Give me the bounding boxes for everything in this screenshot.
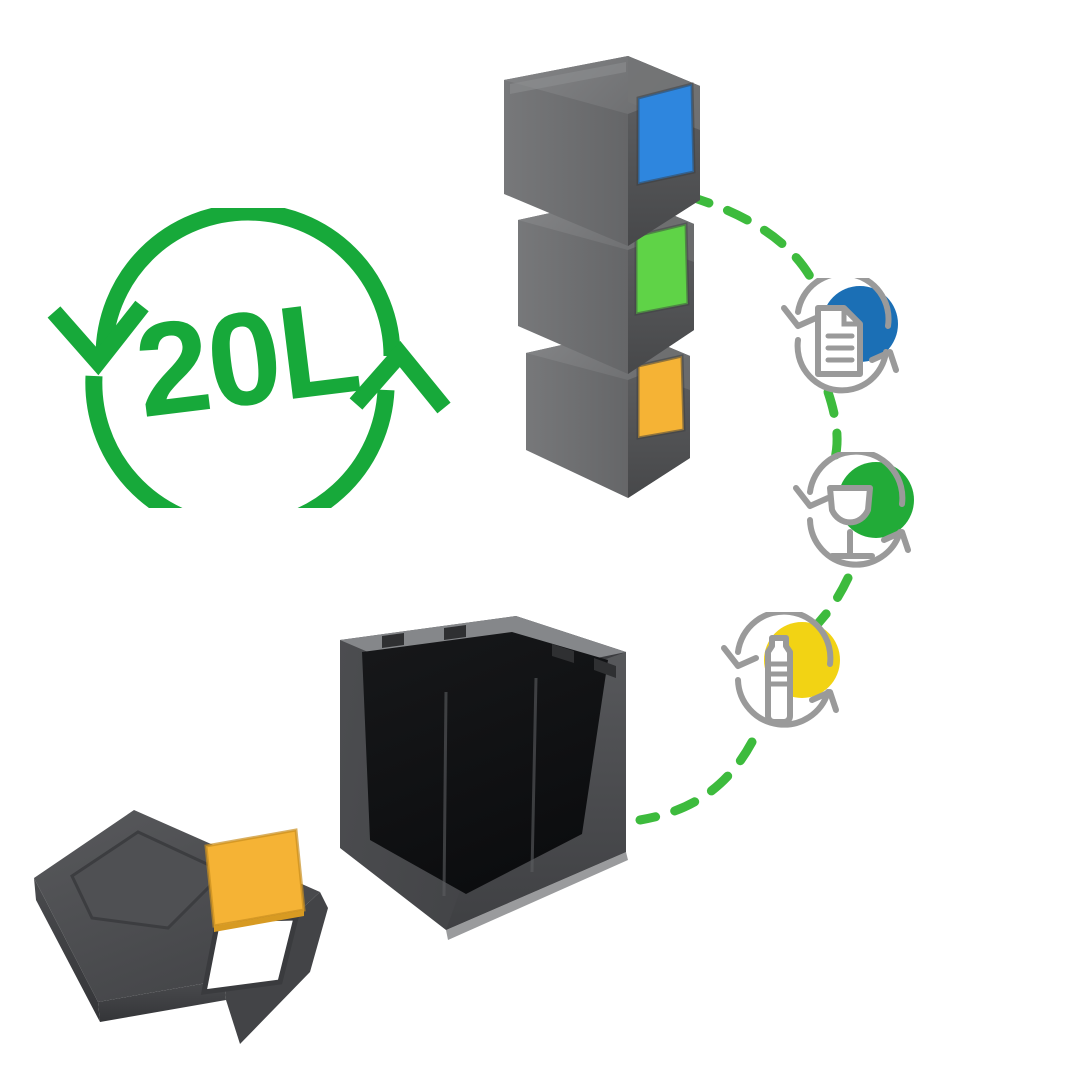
paper-arrowhead-right xyxy=(869,349,899,373)
bin-top-flap-outline xyxy=(636,82,696,186)
lid-front-edge xyxy=(98,980,226,1022)
paper-recycling-icon xyxy=(781,278,899,394)
open-bin-front-rim xyxy=(446,852,628,940)
yellow-swing-flap xyxy=(206,830,304,926)
bin-stack xyxy=(504,56,700,498)
paper-arrow-arc-top xyxy=(795,278,892,329)
plastic-arrowhead-left xyxy=(721,645,759,669)
badge-arc-bottom xyxy=(85,375,395,508)
open-bin-notches xyxy=(382,625,616,678)
bin-top-highlight xyxy=(510,62,626,94)
bin-top-flap xyxy=(638,84,694,184)
plastic-arrowhead-right xyxy=(809,689,839,713)
glass-arrow-arc-bottom xyxy=(807,517,903,568)
document-icon xyxy=(815,305,863,377)
open-bin-ribs xyxy=(442,677,538,897)
badge-arc-top xyxy=(95,208,401,357)
bin-middle-flap xyxy=(636,224,688,314)
bin-middle-flap-outline xyxy=(634,222,690,316)
plastic-bottle-icon xyxy=(765,635,793,725)
glass-arrowhead-right xyxy=(881,529,911,553)
flow-segment-bottom xyxy=(635,737,757,825)
glass-arrowhead-left xyxy=(793,485,831,509)
yellow-flap-bottom-edge xyxy=(214,910,304,932)
bin-bottom-flap xyxy=(638,356,684,438)
capacity-badge: 20L xyxy=(47,208,451,508)
bin-lid xyxy=(34,810,328,1044)
open-stacking-bin xyxy=(340,616,628,940)
flow-segment-top xyxy=(683,191,823,297)
badge-arrowhead-right xyxy=(349,340,451,414)
paper-arrowhead-left xyxy=(781,305,819,329)
wine-glass-icon xyxy=(827,485,875,559)
capacity-label: 20L xyxy=(128,272,366,445)
lid-left-edge xyxy=(34,878,100,1022)
plastic-recycling-icon xyxy=(721,612,840,728)
lid-recess-panel xyxy=(70,830,227,930)
bin-bottom-flap-outline xyxy=(636,354,686,440)
badge-arrowhead-left xyxy=(47,300,149,376)
bin-top-blue xyxy=(504,56,700,246)
plastic-arrow-arc-top xyxy=(735,612,834,667)
paper-arrow-arc-bottom xyxy=(794,337,889,394)
glass-arrow-arc-top xyxy=(807,452,906,507)
glass-recycling-icon xyxy=(793,452,914,568)
open-bin-interior xyxy=(362,632,608,894)
